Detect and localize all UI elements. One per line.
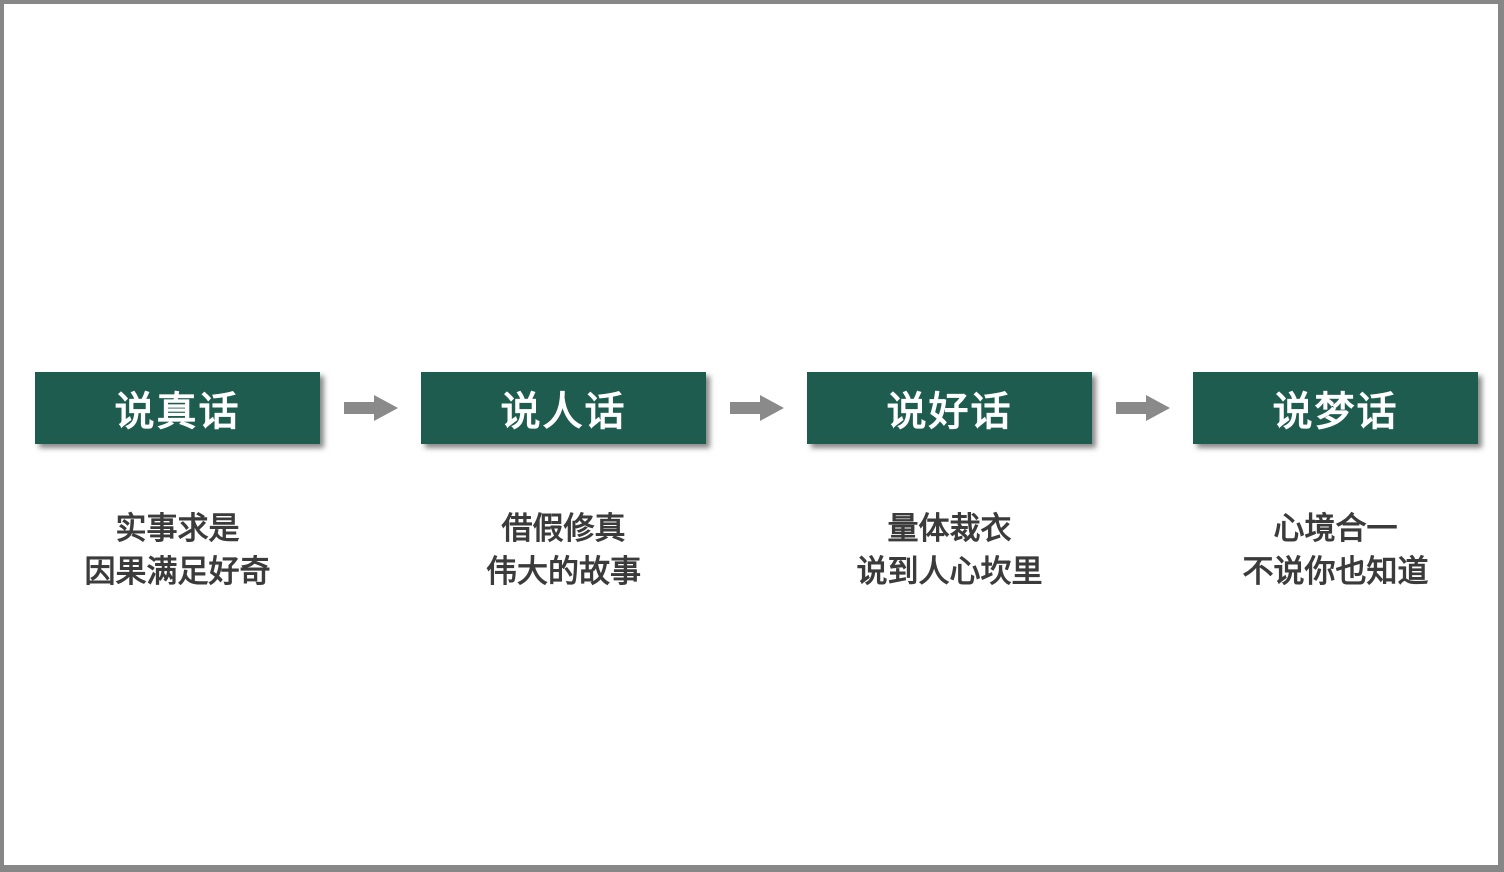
flow-arrow-3 [1092, 372, 1193, 444]
step-box-1: 说真话 [35, 372, 320, 444]
subtitle-line: 实事求是 [115, 511, 240, 546]
step-subtitle-1: 实事求是 因果满足好奇 [85, 507, 271, 593]
step-box-4: 说梦话 [1193, 372, 1478, 444]
subtitle-line: 借假修真 [501, 511, 626, 546]
right-arrow-icon [1115, 395, 1170, 421]
flow-step-4: 说梦话 心境合一 不说你也知道 [1193, 372, 1478, 593]
flow-step-3: 说好话 量体裁衣 说到人心坎里 [807, 372, 1092, 593]
step-subtitle-4: 心境合一 不说你也知道 [1243, 507, 1429, 593]
flow-arrow-1 [320, 372, 421, 444]
subtitle-line: 心境合一 [1273, 511, 1398, 546]
step-box-3: 说好话 [807, 372, 1092, 444]
flow-step-2: 说人话 借假修真 伟大的故事 [421, 372, 706, 593]
subtitle-line: 因果满足好奇 [84, 554, 271, 589]
step-title: 说梦话 [1272, 389, 1399, 434]
subtitle-line: 伟大的故事 [486, 554, 641, 589]
step-subtitle-3: 量体裁衣 说到人心坎里 [857, 507, 1043, 593]
right-arrow-icon [343, 395, 398, 421]
step-title: 说人话 [500, 389, 627, 434]
step-title: 说真话 [114, 389, 241, 434]
subtitle-line: 不说你也知道 [1242, 554, 1429, 589]
subtitle-line: 量体裁衣 [887, 511, 1012, 546]
subtitle-line: 说到人心坎里 [856, 554, 1043, 589]
right-arrow-icon [729, 395, 784, 421]
step-title: 说好话 [886, 389, 1013, 434]
step-subtitle-2: 借假修真 伟大的故事 [486, 507, 641, 593]
flow-arrow-2 [706, 372, 807, 444]
flow-step-1: 说真话 实事求是 因果满足好奇 [35, 372, 320, 593]
flow-diagram: 说真话 实事求是 因果满足好奇 说人话 借假修真 伟大的故事 [35, 372, 1478, 593]
step-box-2: 说人话 [421, 372, 706, 444]
